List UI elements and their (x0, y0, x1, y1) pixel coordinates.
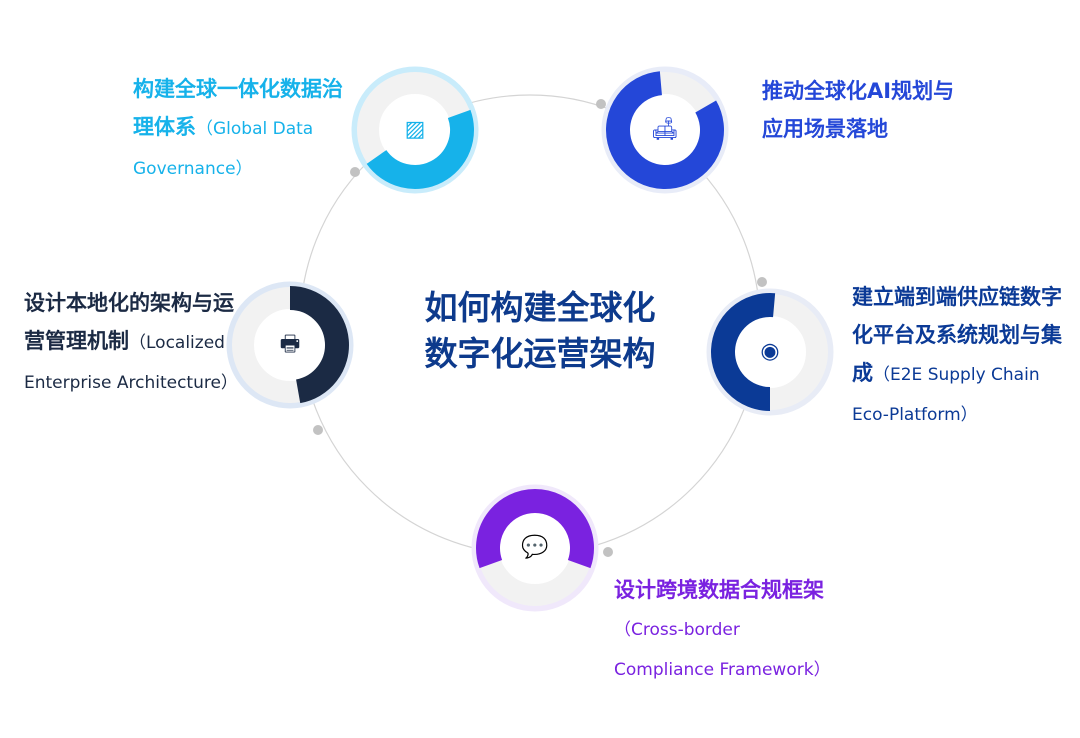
label-localized-architecture: 设计本地化的架构与运营管理机制（Localized Enterprise Arc… (24, 284, 239, 402)
node-progress-arc (476, 489, 594, 569)
node-inner (736, 318, 804, 386)
label-zh: 设计本地化的架构与运营管理机制 (24, 291, 234, 353)
node-inner (631, 96, 699, 164)
sofa-icon: 🛋 (651, 117, 679, 142)
connector-dot (596, 99, 606, 109)
label-en: （Cross-border Compliance Framework） (614, 620, 831, 680)
label-en: （E2E Supply Chain Eco-Platform） (852, 365, 1040, 425)
node-progress-arc (606, 71, 724, 189)
center-title: 如何构建全球化 数字化运营架构 (400, 285, 680, 377)
node-progress-arc (366, 109, 474, 189)
label-zh: 构建全球一体化数据治理体系 (133, 77, 343, 139)
title-line-1: 如何构建全球化 (424, 288, 656, 327)
label-cross-border-compliance: 设计跨境数据合规框架 （Cross-border Compliance Frame… (614, 571, 831, 689)
label-global-data-governance: 构建全球一体化数据治理体系（Global Data Governance） (133, 70, 348, 188)
node-progress-arc (711, 293, 776, 411)
node-inner (501, 514, 569, 582)
node-progress-arc (289, 286, 349, 404)
printer-icon: 🖶 (279, 332, 301, 357)
title-line-2: 数字化运营架构 (424, 334, 656, 373)
connector-dot (757, 277, 767, 287)
connector-dot (313, 425, 323, 435)
connector-dot (350, 167, 360, 177)
label-ai-planning: 推动全球化AI规划与应用场景落地 (762, 72, 972, 148)
image-icon: ▨ (404, 117, 426, 142)
label-en: （Localized Enterprise Architecture） (24, 333, 238, 393)
node-inner (381, 96, 449, 164)
label-e2e-supply-chain: 建立端到端供应链数字化平台及系统规划与集成（E2E Supply Chain E… (852, 278, 1062, 434)
connector-dot (603, 547, 613, 557)
node-inner (256, 311, 324, 379)
label-zh: 推动全球化AI规划与应用场景落地 (762, 79, 955, 141)
label-zh: 建立端到端供应链数字化平台及系统规划与集成 (852, 285, 1062, 385)
webcam-icon: ◉ (760, 339, 780, 364)
label-en: （Global Data Governance） (133, 119, 314, 179)
chat-icon: 💬 (521, 535, 549, 560)
label-zh: 设计跨境数据合规框架 (614, 578, 824, 602)
